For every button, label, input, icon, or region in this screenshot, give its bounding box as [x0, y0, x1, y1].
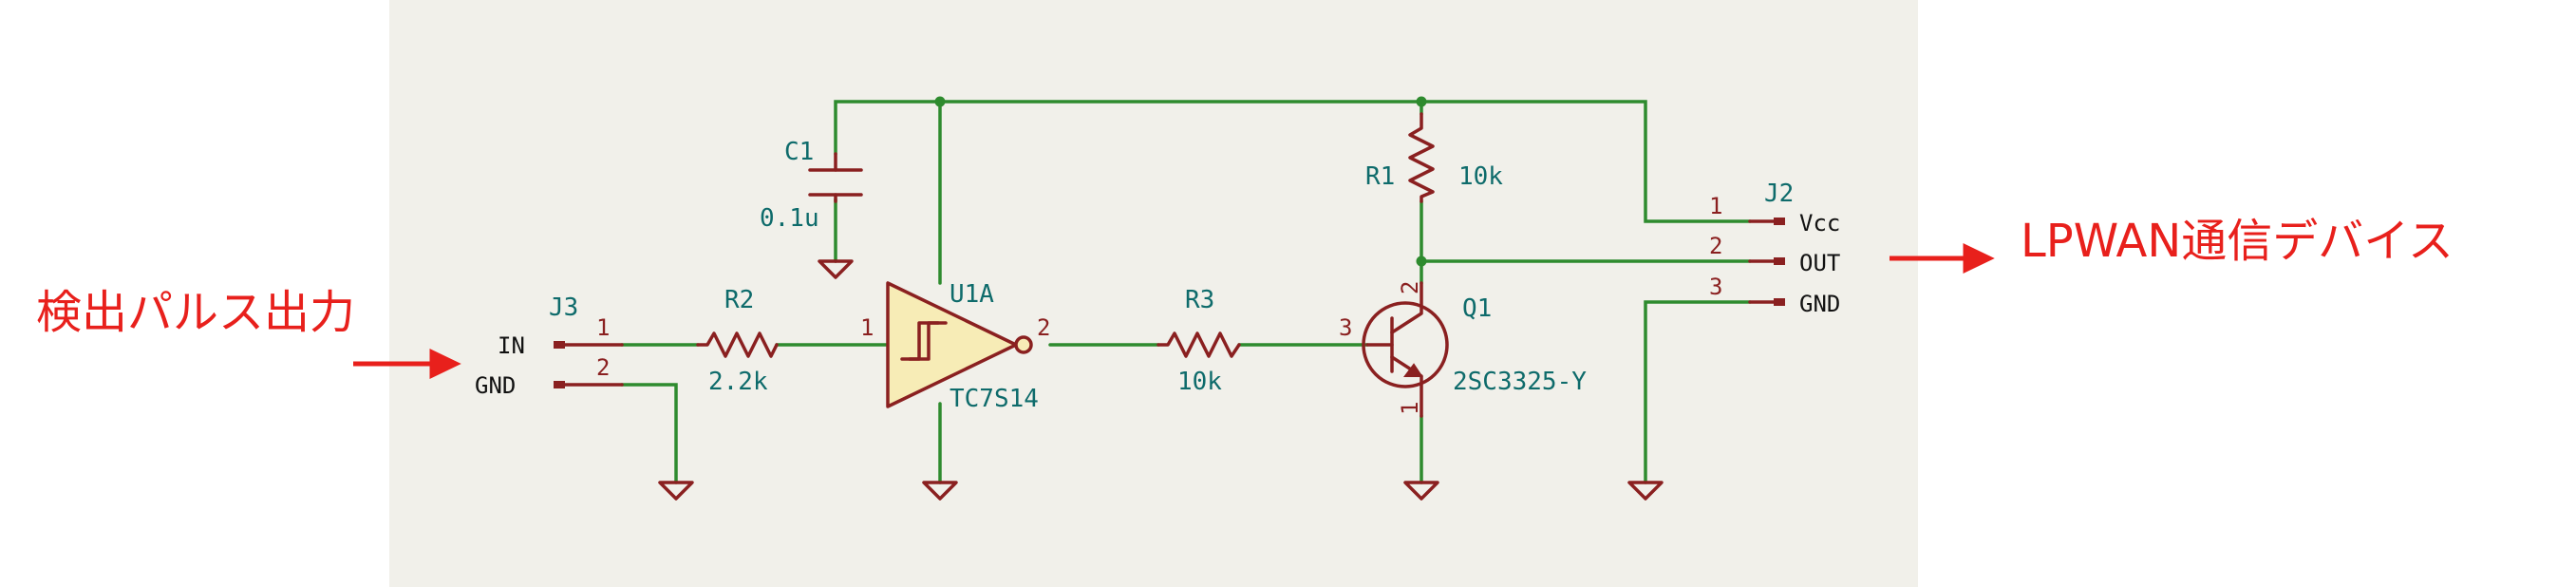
- resistor-icon: [696, 331, 779, 358]
- q1-value: 2SC3325-Y: [1453, 368, 1587, 396]
- q1-pin-emitter: 1: [1397, 402, 1423, 415]
- npn-transistor-icon: [1362, 281, 1449, 418]
- ground-symbol-icon: [922, 481, 958, 501]
- ground-symbol-icon: [658, 481, 694, 501]
- q1-pin-collector: 2: [1397, 281, 1423, 294]
- arrow-right-icon: [1890, 243, 1995, 274]
- wires: [620, 100, 1752, 484]
- connector-j3[interactable]: J3 1 2 IN GND: [475, 294, 624, 399]
- r3-ref: R3: [1185, 286, 1214, 314]
- r1-value: 10k: [1458, 162, 1503, 191]
- left-annotation: 検出パルス出力: [36, 286, 355, 339]
- junction-dot: [1416, 96, 1427, 107]
- ground-symbol-icon: [818, 259, 854, 279]
- transistor-q1[interactable]: 3 2 1 Q1 2SC3325-Y: [1339, 281, 1587, 418]
- q1-pin-base: 3: [1339, 314, 1352, 341]
- j2-pin1-num: 1: [1709, 193, 1722, 219]
- resistor-icon: [1408, 112, 1435, 203]
- capacitor-c1[interactable]: C1 0.1u: [760, 138, 863, 233]
- j3-pin2-num: 2: [596, 354, 610, 381]
- resistor-r1[interactable]: R1 10k: [1365, 112, 1503, 203]
- u1-pin-in: 1: [860, 314, 874, 341]
- junction-dot: [1416, 256, 1427, 267]
- j2-pin2-name: OUT: [1799, 250, 1840, 276]
- arrow-right-icon: [353, 349, 461, 379]
- schematic-sheet: [389, 0, 1918, 587]
- j2-pin1-name: Vcc: [1799, 210, 1840, 237]
- r1-ref: R1: [1365, 162, 1395, 191]
- resistor-r3[interactable]: R3 10k: [1156, 286, 1241, 396]
- j2-pin3-num: 3: [1709, 274, 1722, 300]
- c1-ref: C1: [784, 138, 814, 166]
- c1-value: 0.1u: [760, 204, 819, 233]
- u1-value: TC7S14: [950, 385, 1039, 413]
- j2-pin3-name: GND: [1799, 291, 1840, 317]
- u1-ref: U1A: [950, 280, 994, 309]
- capacitor-icon: [808, 152, 863, 203]
- q1-ref: Q1: [1462, 294, 1492, 323]
- junction-dot: [934, 96, 946, 107]
- j3-pin1-num: 1: [596, 314, 610, 341]
- r2-ref: R2: [724, 286, 754, 314]
- j2-pin2-num: 2: [1709, 233, 1722, 259]
- j3-pin1-name: IN: [498, 332, 525, 359]
- resistor-icon: [1156, 331, 1241, 358]
- j2-ref: J2: [1764, 180, 1794, 208]
- ground-symbol-icon: [1403, 481, 1439, 501]
- r3-value: 10k: [1177, 368, 1222, 396]
- j3-ref: J3: [549, 294, 578, 322]
- connector-j2[interactable]: J2 1 2 3 Vcc OUT GND: [1709, 180, 1840, 317]
- right-annotation: LPWAN通信デバイス: [2021, 215, 2454, 268]
- j3-pin2-name: GND: [475, 372, 516, 399]
- resistor-r2[interactable]: R2 2.2k: [696, 286, 779, 396]
- schmitt-trigger-icon: [886, 281, 1033, 408]
- schmitt-inverter-u1[interactable]: 1 2 U1A TC7S14: [860, 280, 1050, 413]
- r2-value: 2.2k: [708, 368, 768, 396]
- u1-pin-out: 2: [1037, 314, 1050, 341]
- ground-symbol-icon: [1627, 481, 1664, 501]
